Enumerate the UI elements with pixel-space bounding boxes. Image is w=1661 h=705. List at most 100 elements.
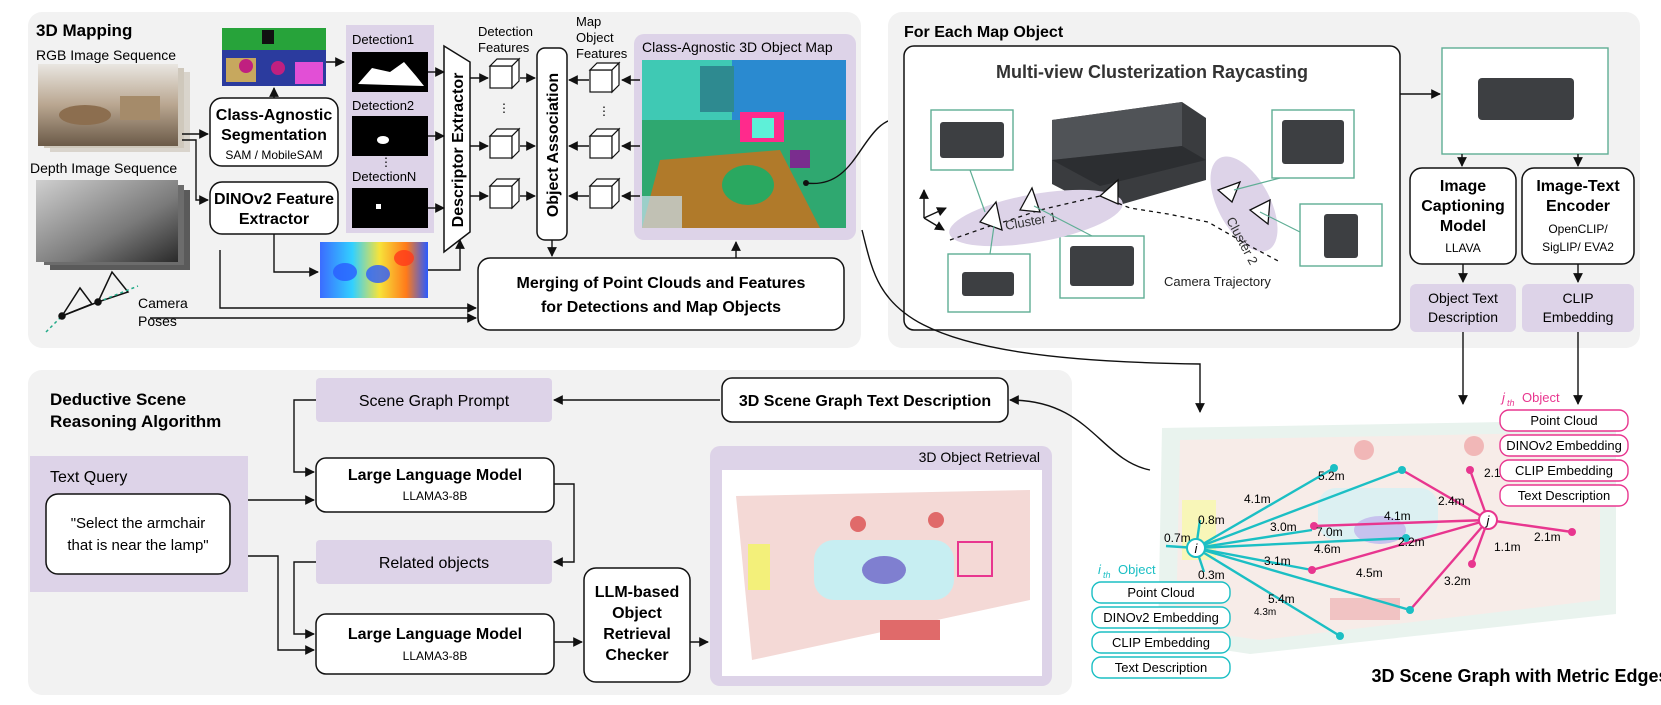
dino-title-1: DINOv2 Feature [214,191,334,208]
j-attrs-pill-label: Text Description [1518,488,1610,503]
each-object-arrows [861,89,1583,413]
svg-text:4.6m: 4.6m [1314,542,1341,556]
reasoning-title-1: Deductive Scene [50,390,186,409]
captioning-title-2: Captioning [1421,198,1505,215]
node-j [1478,510,1498,530]
retrieval-label: 3D Object Retrieval [919,449,1040,465]
merging-label-1: Merging of Point Clouds and Features [517,275,806,292]
llm-box-2 [315,613,555,675]
svg-text:4.1m: 4.1m [1384,509,1411,523]
descriptor-extractor-label: Descriptor Extractor [450,73,467,228]
descriptor-extractor [443,44,471,254]
map-feature-cubes [588,61,621,210]
node-i [1186,538,1206,558]
retrieval-pointcloud [722,470,1042,676]
llm-box-1 [315,457,555,513]
llm-2-label: Large Language Model [348,626,522,643]
encoder-subtitle-2: SigLIP/ EVA2 [1542,240,1614,254]
j-attrs-pill [1499,409,1629,432]
clip-embedding-2: Embedding [1543,309,1614,325]
retrieval-checker-box [583,567,691,683]
detection-ellipsis: ⋮ [380,155,392,169]
detection2-label: Detection2 [352,98,414,113]
encoder-subtitle-1: OpenCLIP/ [1548,222,1608,236]
svg-text:2.1m: 2.1m [1534,530,1561,544]
i-object-heading: i th Object [1098,562,1156,580]
mapping-title: 3D Mapping [36,21,132,40]
svg-text:3.0m: 3.0m [1270,520,1297,534]
rgb-sequence-label: RGB Image Sequence [36,47,176,63]
detection-features-label-2: Features [478,40,530,55]
svg-text:0.3m: 0.3m [1198,568,1225,582]
object-map-label: Class-Agnostic 3D Object Map [642,39,833,55]
i-attrs-pill-label: DINOv2 Embedding [1103,610,1219,625]
detectionN-mask [352,188,428,228]
captioning-subtitle: LLAVA [1445,241,1481,255]
scene-graph-prompt-box [316,378,552,422]
i-attrs-pill [1091,606,1231,629]
map-features-label-3: Features [576,46,628,61]
captioning-title-1: Image [1440,178,1486,195]
detection-feature-cubes [488,57,521,210]
j-attrs-pill-label: DINOv2 Embedding [1506,438,1622,453]
checker-label-2: Object [612,605,662,622]
svg-text:4.5m: 4.5m [1356,566,1383,580]
svg-text:2.4m: 2.4m [1438,494,1465,508]
camera-poses-label-1: Camera [138,295,188,311]
llm-1-sublabel: LLAMA3-8B [403,489,468,503]
j-attrs-pill-label: CLIP Embedding [1515,463,1613,478]
scene-graph-title: 3D Scene Graph with Metric Edges [1371,666,1661,686]
object-association-label: Object Association [545,73,562,217]
j-attrs-pill [1499,434,1629,457]
detection2-mask [352,116,428,156]
svg-text:5.4m: 5.4m [1268,592,1295,606]
camera-poses-icon [45,270,139,333]
reasoning-arrows [248,395,1151,655]
each-object-title: For Each Map Object [904,24,1064,41]
object-text-desc-1: Object Text [1428,290,1498,306]
object-map-image [642,60,846,228]
checker-label-4: Checker [605,647,668,664]
depth-image-stack [36,180,190,270]
rgb-image-stack [38,64,190,152]
depth-sequence-label: Depth Image Sequence [30,160,177,176]
checker-label-3: Retrieval [603,626,671,643]
cluster-2-ellipse [1210,156,1278,252]
i-attrs-pill-label: Point Cloud [1127,585,1194,600]
svg-text:th: th [1103,570,1111,580]
text-query-box [45,493,231,575]
detection-features-label-1: Detection [478,24,533,39]
sg-text-description-box [721,377,1009,423]
clip-embedding-box [1522,284,1634,332]
query-line-1: "Select the armchair [71,515,206,532]
related-objects-box [316,540,552,584]
i-attrs-pill [1091,581,1231,604]
svg-text:5.2m: 5.2m [1318,469,1345,483]
graph-nodes [1308,464,1576,640]
llm-2-sublabel: LLAMA3-8B [403,649,468,663]
svg-text:j: j [1500,390,1506,405]
svg-text:4.1m: 4.1m [1244,492,1271,506]
reasoning-title-2: Reasoning Algorithm [50,412,221,431]
j-attrs-pill [1499,484,1629,507]
segmentation-title-1: Class-Agnostic [216,107,333,124]
camera-poses-label-2: Poses [138,313,177,329]
detection1-label: Detection1 [352,32,414,47]
sg-text-description-label: 3D Scene Graph Text Description [739,393,991,410]
svg-text:7.0m: 7.0m [1316,525,1343,539]
captioning-title-3: Model [1440,218,1486,235]
encoder-title-1: Image-Text [1536,178,1620,195]
i-attrs-pill [1091,656,1231,679]
segmentation-subtitle: SAM / MobileSAM [225,148,322,162]
j-attrs-pill [1499,459,1629,482]
svg-text:4.3m: 4.3m [1254,607,1276,618]
dino-title-2: Extractor [239,211,309,228]
merging-box [477,257,845,331]
svg-text:2.2m: 2.2m [1398,535,1425,549]
j-object-heading: j th Object [1500,390,1560,408]
merging-label-2: for Detections and Map Objects [541,299,781,316]
svg-text:3.2m: 3.2m [1444,574,1471,588]
sofa-main-image [1052,102,1206,210]
